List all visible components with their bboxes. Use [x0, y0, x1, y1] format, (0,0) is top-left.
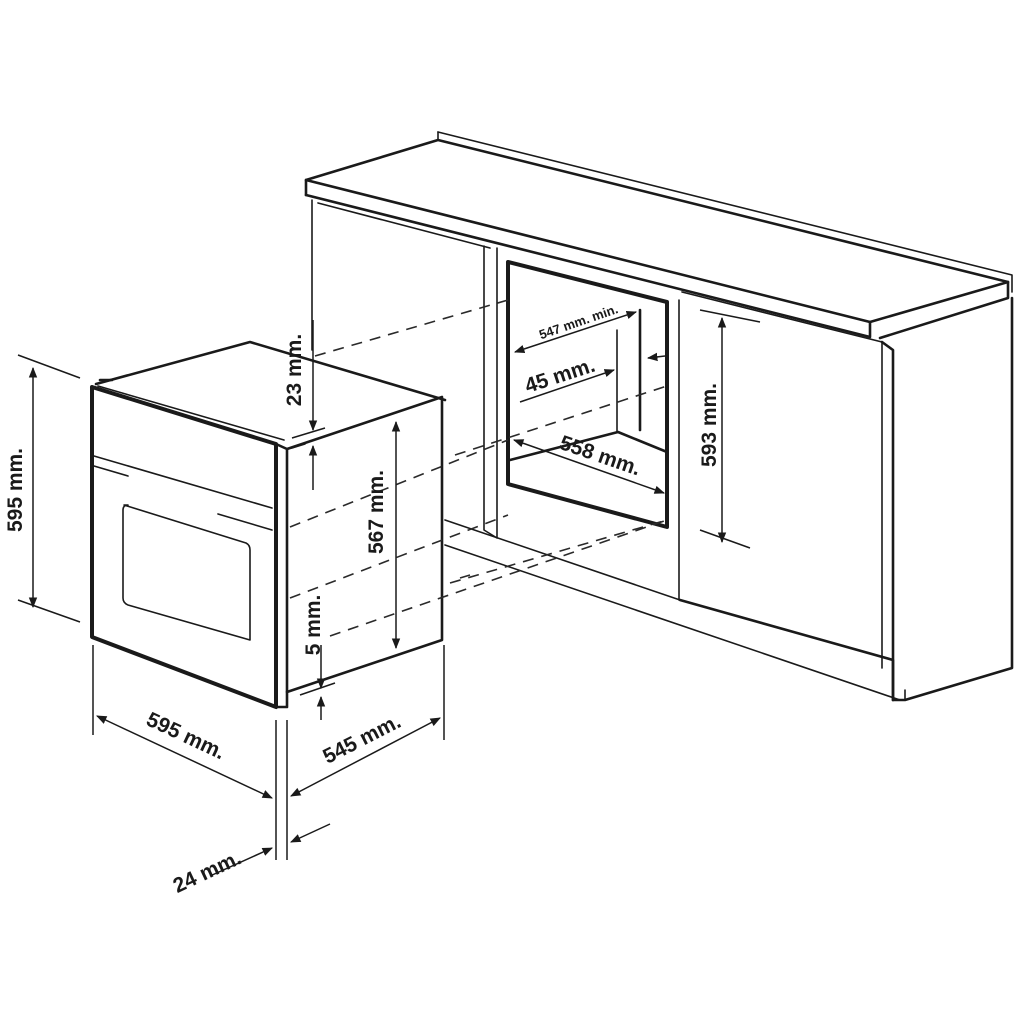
dim-bottom-gap: 5 mm. [299, 595, 336, 720]
dim-oven-depth: 545 mm. [286, 645, 445, 860]
label-niche-height: 593 mm. [698, 383, 721, 467]
label-door-thickness: 24 mm. [170, 846, 245, 897]
label-niche-width: 558 mm. [557, 431, 644, 480]
right-cabinet-door [678, 291, 1014, 702]
oven-window [122, 504, 251, 641]
worktop [304, 131, 1013, 340]
label-bottom-gap: 5 mm. [302, 595, 325, 656]
label-rear-gap: 45 mm. [522, 354, 598, 398]
dim-rear-gap: 45 mm. [519, 352, 666, 403]
label-oven-width: 595 mm. [143, 708, 229, 764]
dim-oven-width: 595 mm. [92, 645, 277, 860]
left-cabinet-panel [311, 199, 901, 701]
dim-door-thickness: 24 mm. [170, 823, 331, 898]
dim-body-height: 567 mm. [365, 420, 401, 650]
label-body-height: 567 mm. [365, 470, 388, 554]
dim-oven-height: 595 mm. [4, 354, 81, 623]
label-top-gap: 23 mm. [283, 334, 306, 406]
dim-top-gap: 23 mm. [283, 320, 326, 490]
kitchen-cabinet [304, 131, 1014, 702]
label-oven-depth: 545 mm. [319, 710, 404, 769]
dim-niche-height: 593 mm. [698, 309, 761, 549]
label-oven-height: 595 mm. [4, 448, 27, 532]
control-panel-line [93, 455, 273, 509]
dim-niche-depth: 547 mm. min. [514, 301, 637, 354]
oven [90, 340, 447, 709]
